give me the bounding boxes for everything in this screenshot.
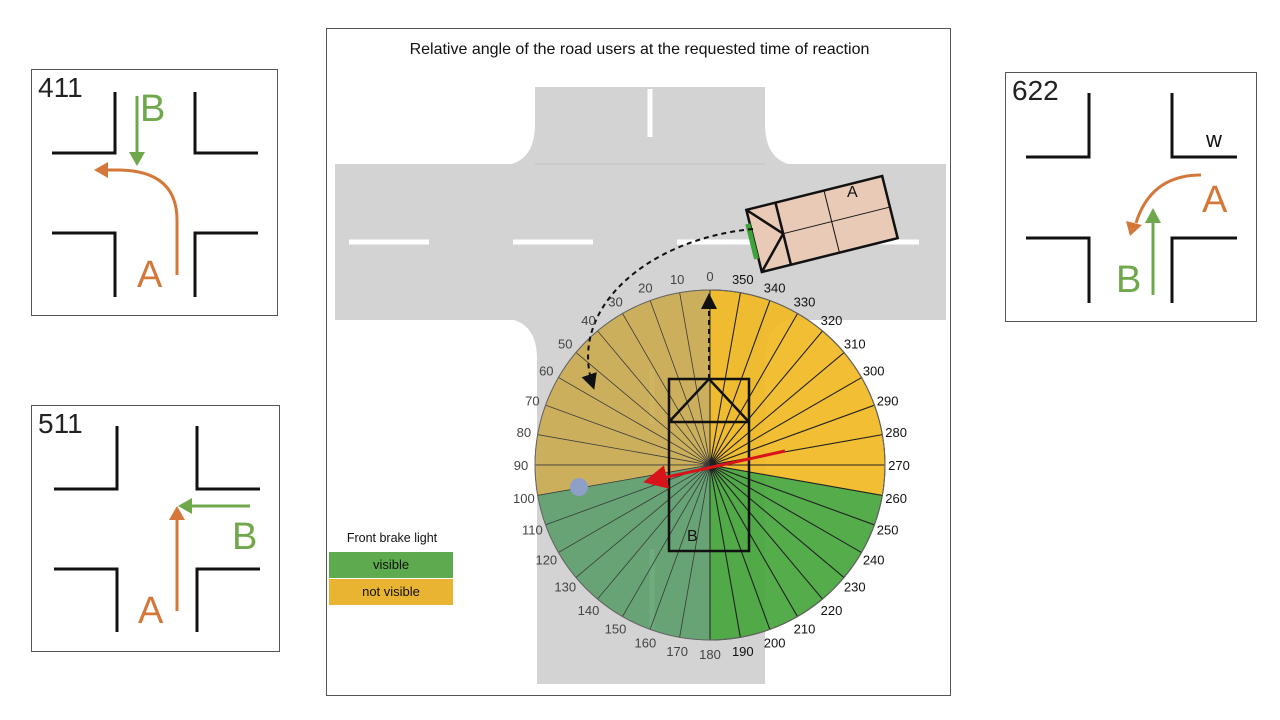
angle-tick-label: 100 (513, 491, 535, 506)
legend-title: Front brake light (346, 531, 438, 545)
legend-not-visible-label: not visible (362, 584, 420, 599)
angle-tick-label: 200 (764, 636, 786, 651)
angle-tick-label: 230 (844, 579, 866, 594)
angle-tick-label: 320 (821, 313, 843, 328)
reference-point (570, 478, 588, 496)
angle-tick-label: 250 (877, 523, 899, 538)
angle-tick-label: 300 (863, 364, 885, 379)
vehicle-a-label: A (847, 184, 858, 201)
legend-visible-label: visible (372, 557, 410, 572)
angle-tick-label: 350 (732, 272, 754, 287)
label-a: A (1202, 179, 1228, 221)
label-b: B (140, 88, 166, 130)
angle-tick-label: 20 (638, 280, 652, 295)
angle-tick-label: 170 (666, 644, 688, 659)
angle-tick-label: 50 (558, 337, 572, 352)
scenario-code: 411 (38, 72, 83, 103)
angle-tick-label: 60 (539, 364, 553, 379)
angle-tick-label: 220 (821, 603, 843, 618)
angle-tick-label: 30 (608, 294, 622, 309)
scenario-panel-411: 411 B A (31, 69, 278, 316)
scenario-code: 622 (1012, 75, 1059, 106)
angle-tick-label: 140 (578, 603, 600, 618)
scenario-411-diagram (52, 92, 258, 297)
angle-tick-label: 270 (888, 458, 910, 473)
legend-visible: visible (329, 552, 453, 578)
angle-tick-label: 110 (522, 523, 543, 538)
angle-tick-label: 190 (732, 644, 754, 659)
vehicle-a-path-arrow (581, 228, 754, 390)
angle-tick-label: 80 (517, 425, 531, 440)
scenario-panel-511: 511 B A (31, 405, 280, 652)
angle-tick-label: 340 (764, 280, 786, 295)
diagram-title: Relative angle of the road users at the … (409, 41, 870, 58)
angle-tick-label: 40 (581, 313, 595, 328)
scenario-panel-622: 622 w A B (1005, 72, 1257, 322)
relative-direction-arrow (643, 449, 786, 489)
angle-fan-rim (534, 289, 886, 641)
angle-fan (534, 289, 886, 641)
angle-tick-label: 180 (699, 647, 721, 662)
angle-tick-label: 70 (525, 393, 539, 408)
angle-tick-label: 330 (794, 294, 816, 309)
label-a: A (137, 254, 163, 296)
angle-tick-label: 290 (877, 393, 899, 408)
angle-tick-label: 240 (863, 553, 885, 568)
angle-tick-label: 160 (635, 636, 657, 651)
angle-tick-label: 90 (514, 458, 528, 473)
angle-tick-label: 280 (885, 425, 907, 440)
label-b: B (232, 516, 258, 558)
angle-tick-label: 10 (670, 272, 684, 287)
scenario-code: 511 (38, 408, 83, 439)
angle-tick-label: 260 (885, 491, 907, 506)
scenario-511-diagram (54, 426, 260, 632)
angle-tick-label: 310 (844, 337, 866, 352)
label-w: w (1206, 127, 1222, 152)
legend-not-visible: not visible (329, 579, 453, 605)
label-b: B (1116, 259, 1142, 301)
angle-tick-label: 210 (794, 622, 816, 637)
angle-tick-label: 120 (535, 553, 557, 568)
angle-tick-label: 150 (605, 622, 627, 637)
scenario-622-diagram (1026, 93, 1237, 303)
label-a: A (138, 590, 164, 632)
angle-tick-label: 0 (706, 269, 713, 284)
angle-tick-label: 130 (554, 579, 576, 594)
vehicle-b-label: B (687, 528, 698, 545)
